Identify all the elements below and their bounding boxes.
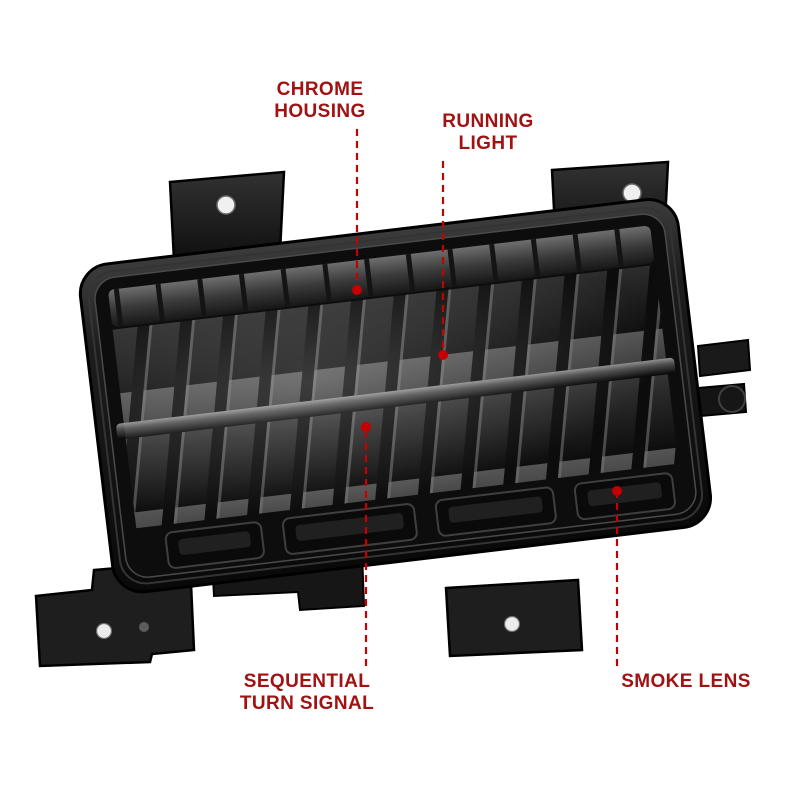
sequential-turn-signal-dot: [361, 422, 371, 432]
adjuster-knob: [718, 385, 746, 413]
callout-sequential-turn-signal-line2: TURN SIGNAL: [239, 693, 375, 714]
bottom-clips: [164, 472, 676, 569]
callout-sequential-turn-signal: SEQUENTIAL TURN SIGNAL: [240, 671, 374, 715]
lens-glare: [112, 265, 679, 529]
callout-smoke-lens: SMOKE LENS: [621, 671, 751, 693]
callout-running-light-line2: LIGHT: [458, 133, 518, 154]
smoke-lens-dot: [612, 486, 622, 496]
mount-hole-top-left: [216, 195, 236, 215]
running-light-dot: [438, 350, 448, 360]
light-body: [78, 198, 712, 594]
callout-chrome-housing-line2: HOUSING: [274, 101, 366, 122]
callout-running-light-line1: RUNNING: [442, 111, 534, 132]
callout-smoke-lens-line1: SMOKE LENS: [621, 671, 751, 692]
callout-sequential-turn-signal-line1: SEQUENTIAL: [243, 671, 371, 692]
callout-chrome-housing-line1: CHROME: [276, 79, 364, 100]
housing-top-band-fins: [108, 226, 654, 328]
chrome-housing-dot: [352, 285, 362, 295]
side-adjuster: [696, 338, 752, 418]
mount-hole-bottom-left: [95, 622, 113, 640]
callout-chrome-housing: CHROME HOUSING: [274, 79, 365, 123]
callout-lines: [352, 129, 622, 666]
housing-rim: [87, 206, 704, 585]
bolt-bottom-left: [139, 622, 149, 632]
adjuster-arm: [696, 338, 752, 378]
callout-running-light: RUNNING LIGHT: [442, 111, 533, 155]
mount-hole-bottom-right: [503, 615, 521, 633]
